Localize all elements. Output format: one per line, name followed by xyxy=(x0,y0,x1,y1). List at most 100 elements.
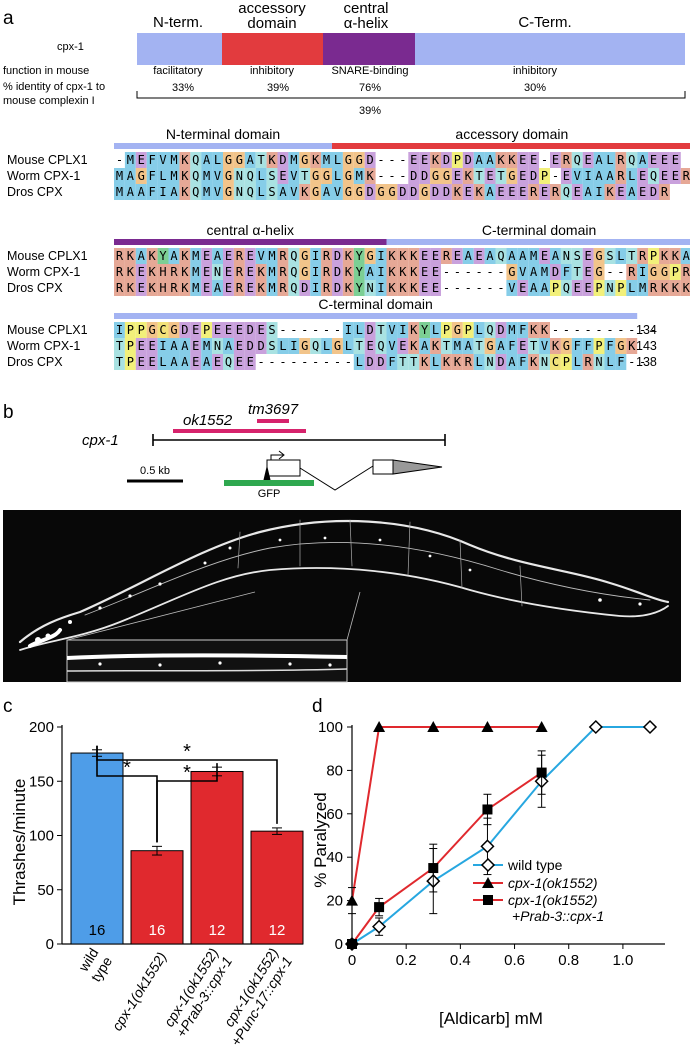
residue: V xyxy=(508,281,515,295)
residue: K xyxy=(410,265,418,279)
residue: N xyxy=(541,355,548,369)
x-tick-label: 0.6 xyxy=(504,952,525,969)
residue: E xyxy=(367,339,374,353)
residue: G xyxy=(345,153,352,167)
residue: Y xyxy=(356,249,364,263)
residue: M xyxy=(639,281,646,295)
residue: L xyxy=(628,169,635,183)
residue: L xyxy=(476,355,483,369)
residue: E xyxy=(203,281,210,295)
alignment-species-label: Mouse CPLX1 xyxy=(7,153,88,167)
residue: V xyxy=(214,185,221,199)
residue: K xyxy=(552,339,560,353)
residue: V xyxy=(290,185,297,199)
residue: V xyxy=(574,169,581,183)
residue: A xyxy=(595,153,603,167)
intron-line xyxy=(300,466,373,490)
residue: M xyxy=(268,249,275,263)
residue: T xyxy=(628,249,635,263)
residue: G xyxy=(138,169,145,183)
significance-star: * xyxy=(183,762,191,784)
residue: A xyxy=(530,265,538,279)
residue: Y xyxy=(356,281,364,295)
residue: K xyxy=(421,355,429,369)
residue: P xyxy=(595,281,602,295)
residue: G xyxy=(225,153,232,167)
overall-identity-value: 39% xyxy=(359,105,381,117)
residue: F xyxy=(519,323,526,337)
residue: - xyxy=(552,323,559,337)
residue: I xyxy=(399,323,406,337)
panel-c: c Thrashes/minute 05010015020016wildtype… xyxy=(3,696,303,1049)
residue: R xyxy=(585,355,593,369)
significance-star: * xyxy=(183,741,191,763)
residue: K xyxy=(181,185,189,199)
residue: D xyxy=(399,185,406,199)
residue: - xyxy=(334,323,341,337)
residue: R xyxy=(279,249,287,263)
residue: Q xyxy=(290,265,297,279)
residue: L xyxy=(258,185,265,199)
residue: E xyxy=(585,153,592,167)
residue: A xyxy=(486,185,494,199)
residue: D xyxy=(367,323,374,337)
residue: G xyxy=(377,185,384,199)
residue: K xyxy=(672,249,680,263)
residue: L xyxy=(628,281,635,295)
residue: R xyxy=(563,153,571,167)
panel-d: d % Paralyzed [Aldicarb] mM 020406080100… xyxy=(311,696,665,1028)
residue: N xyxy=(606,281,613,295)
residue: E xyxy=(236,355,243,369)
residue: A xyxy=(138,249,146,263)
residue: K xyxy=(530,355,538,369)
residue: K xyxy=(345,249,353,263)
residue: E xyxy=(258,323,265,337)
residue: I xyxy=(116,323,123,337)
residue: M xyxy=(170,169,177,183)
residue: L xyxy=(432,355,439,369)
residue: F xyxy=(149,169,156,183)
residue: G xyxy=(486,339,493,353)
x-tick-label: cpx-1(ok1552)+Prab-3::cpx-1 xyxy=(159,945,235,1040)
residue: G xyxy=(454,323,461,337)
residue: E xyxy=(192,355,199,369)
residue: - xyxy=(377,153,384,167)
bar xyxy=(191,771,243,944)
residue: Q xyxy=(574,153,581,167)
x-tick-label: 0.2 xyxy=(396,952,417,969)
significance-star: * xyxy=(123,757,131,779)
residue: N xyxy=(236,185,243,199)
residue: - xyxy=(454,281,461,295)
residue: Q xyxy=(247,185,254,199)
residue: E xyxy=(519,185,526,199)
residue: G xyxy=(432,169,439,183)
residue: K xyxy=(388,249,396,263)
residue: G xyxy=(388,185,395,199)
residue: L xyxy=(617,249,624,263)
residue: D xyxy=(497,355,504,369)
bar xyxy=(71,753,123,944)
residue: - xyxy=(301,355,308,369)
residue: M xyxy=(541,265,548,279)
residue: L xyxy=(606,355,613,369)
residue: E xyxy=(399,339,406,353)
residue: E xyxy=(541,185,548,199)
residue: R xyxy=(465,355,473,369)
residue: S xyxy=(268,339,275,353)
residue: K xyxy=(181,169,189,183)
residue: A xyxy=(203,355,211,369)
residue: Y xyxy=(356,265,364,279)
residue: M xyxy=(508,323,515,337)
residue: K xyxy=(410,281,418,295)
residue: K xyxy=(454,355,462,369)
residue: Q xyxy=(192,185,199,199)
residue: R xyxy=(279,281,287,295)
residue: E xyxy=(149,355,156,369)
residue: K xyxy=(606,185,614,199)
residue: S xyxy=(606,249,613,263)
gfp-bar xyxy=(224,480,314,486)
residue: D xyxy=(497,323,504,337)
data-point-square xyxy=(537,768,547,778)
residue: E xyxy=(585,265,592,279)
residue: K xyxy=(127,281,135,295)
